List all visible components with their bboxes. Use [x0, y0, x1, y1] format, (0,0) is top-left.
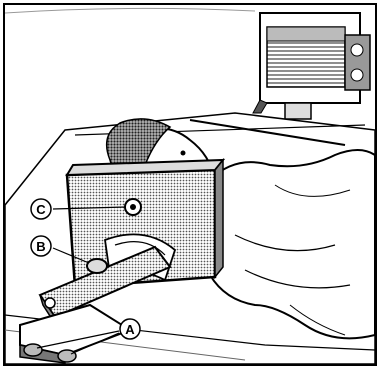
callout-c-label: C	[36, 202, 46, 217]
callout-b-label: B	[36, 239, 45, 254]
callout-a-label: A	[125, 322, 135, 337]
adjustment-knob-b	[87, 259, 107, 273]
illustration-frame: C B A	[3, 3, 377, 366]
clamp-screw-right	[58, 350, 76, 362]
patient-positioning-illustration: C B A	[5, 5, 375, 364]
x-ray-tube-head	[253, 13, 370, 119]
clamp-screw-left	[24, 344, 42, 356]
